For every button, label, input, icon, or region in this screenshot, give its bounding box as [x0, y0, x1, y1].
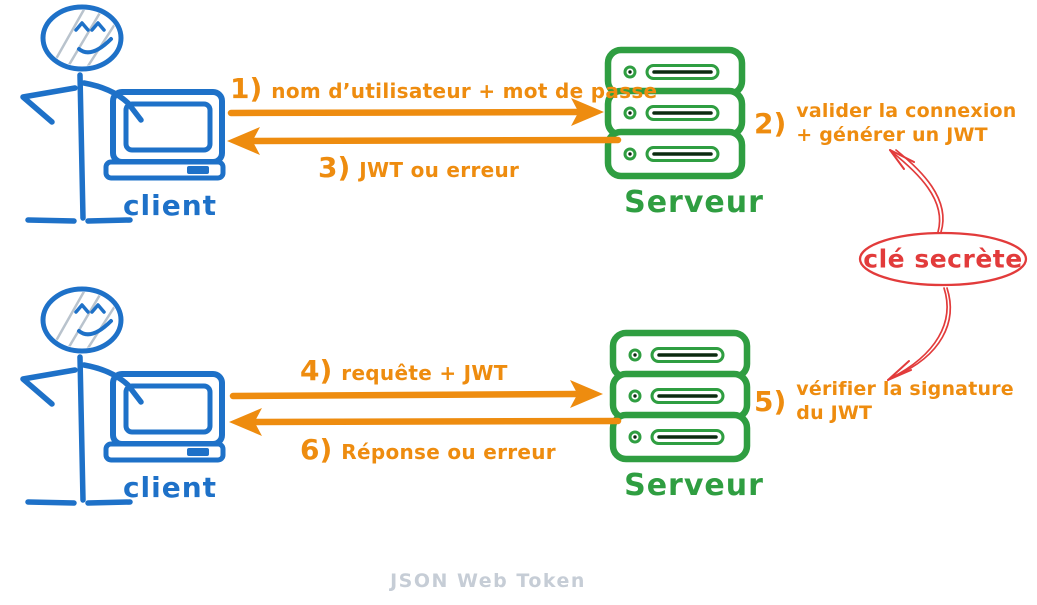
- step4-text: requête + JWT: [341, 361, 508, 385]
- step3-text: JWT ou erreur: [359, 158, 520, 182]
- secret-key-arrow-down-icon: [887, 287, 952, 381]
- client-bottom-caption: client: [122, 471, 218, 504]
- client-top-caption: client: [122, 189, 218, 222]
- step6-label: 6) Réponse ou erreur: [300, 433, 556, 466]
- step4-arrow-right-icon: [229, 390, 581, 400]
- server-stack-bottom-icon: [613, 333, 747, 459]
- step6-arrow-left-icon: [252, 417, 622, 426]
- step4-number: 4): [300, 354, 333, 387]
- step1-arrow-right-icon: [227, 108, 581, 117]
- step3-arrowhead-icon: [227, 127, 260, 155]
- server-bottom-caption: Serveur: [624, 468, 764, 503]
- step1-label: 1) nom d’utilisateur + mot de passe: [230, 72, 657, 105]
- step5-label: 5) vérifier la signature du JWT: [754, 377, 1014, 425]
- step2-label: 2) valider la connexion + générer un JWT: [754, 99, 1017, 147]
- step5-text: vérifier la signature du JWT: [796, 378, 1014, 424]
- step6-number: 6): [300, 433, 333, 466]
- secret-key-arrow-up-icon: [889, 149, 944, 233]
- secret-key-oval: [858, 231, 1028, 287]
- server-stack-top-icon: [608, 50, 742, 176]
- step4-arrowhead-icon: [570, 380, 603, 408]
- step4-label: 4) requête + JWT: [300, 354, 508, 387]
- step2-number: 2): [754, 106, 787, 140]
- step1-number: 1): [230, 72, 263, 105]
- step6-arrowhead-icon: [229, 408, 262, 436]
- step3-label: 3) JWT ou erreur: [318, 151, 519, 184]
- step1-text: nom d’utilisateur + mot de passe: [271, 79, 658, 103]
- step3-number: 3): [318, 151, 351, 184]
- server-top-caption: Serveur: [624, 185, 764, 220]
- step2-text: valider la connexion + générer un JWT: [796, 100, 1017, 146]
- step3-arrow-left-icon: [250, 136, 622, 145]
- step5-number: 5): [754, 384, 787, 418]
- step1-arrowhead-icon: [571, 98, 604, 126]
- step6-text: Réponse ou erreur: [341, 440, 556, 464]
- watermark-title: JSON Web Token: [390, 570, 586, 592]
- secret-key-label: clé secrète: [863, 244, 1023, 274]
